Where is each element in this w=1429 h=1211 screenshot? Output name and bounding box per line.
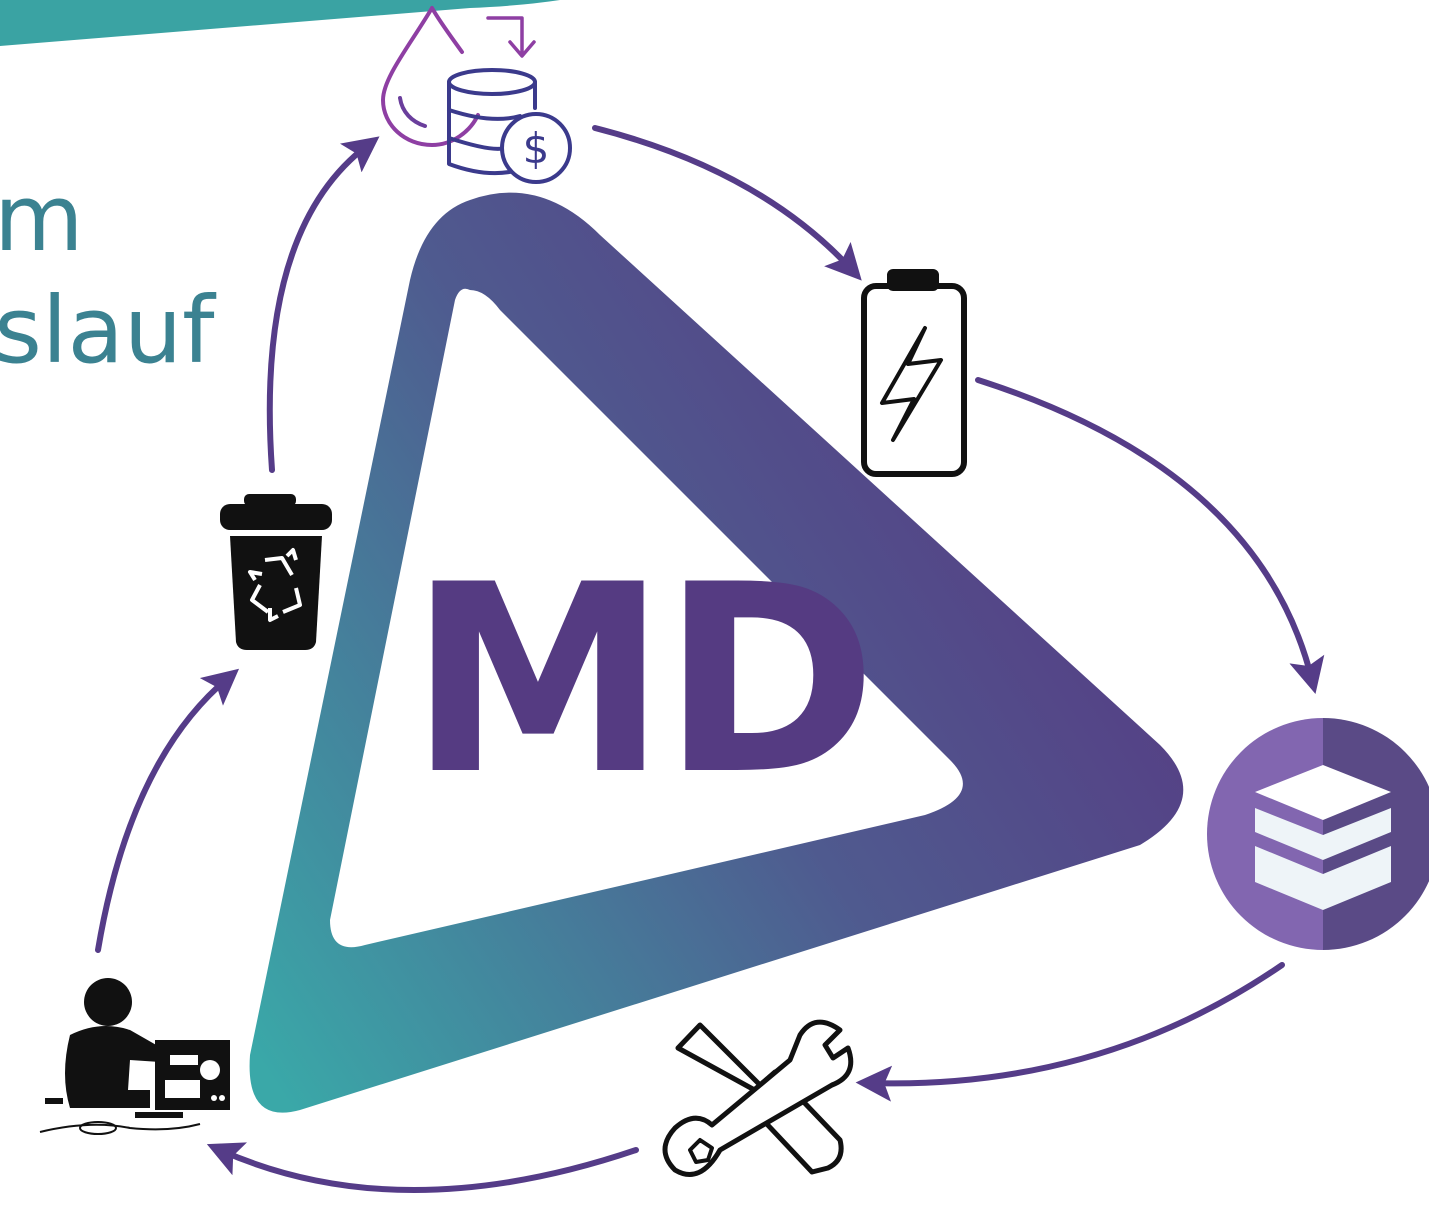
wrench-screwdriver-icon <box>662 1019 854 1177</box>
arrow-tools-to-worker <box>206 1142 639 1193</box>
md-logo: MD <box>249 192 1184 1113</box>
arrow-funding-to-battery <box>592 125 862 281</box>
logo-text: MD <box>409 530 872 832</box>
arrow-stack-to-tools <box>855 962 1285 1102</box>
down-arrow-accent <box>486 16 536 58</box>
arrow-battery-to-stack <box>975 377 1325 694</box>
cycle-arrows <box>95 125 1325 1193</box>
coin-stack <box>447 68 537 176</box>
title-line-2: slauf <box>0 277 217 384</box>
title-line-1: m <box>0 165 84 272</box>
droplet-highlight <box>398 96 427 128</box>
droplet-coins-dollar-icon: $ <box>381 6 572 184</box>
battery-lightning-icon <box>861 269 967 477</box>
recycle-bin-icon <box>220 494 332 650</box>
header-banner <box>0 0 560 46</box>
worker-repair-icon <box>39 978 230 1135</box>
arrow-bin-to-funding <box>266 136 380 473</box>
dollar-icon: $ <box>523 124 550 173</box>
lightning-bolt <box>880 326 943 442</box>
arrow-worker-to-bin <box>95 668 240 953</box>
layers-stack-icon <box>1207 718 1429 950</box>
recycle-icon <box>248 548 302 622</box>
logo-triangle <box>249 192 1184 1113</box>
wrench <box>662 1019 854 1177</box>
dollar-circle <box>500 112 572 184</box>
